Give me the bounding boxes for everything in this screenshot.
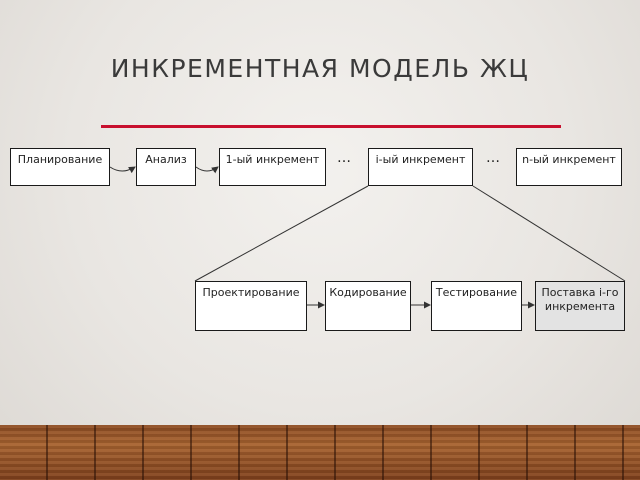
ellipsis-1: … xyxy=(337,150,351,166)
title-underline xyxy=(101,125,561,128)
ellipsis-2: … xyxy=(486,150,500,166)
arrow-analysis-to-increment1 xyxy=(195,166,219,174)
expand-line-right xyxy=(472,185,626,282)
wooden-floor xyxy=(0,425,640,480)
box-increment-i: i-ый инкремент xyxy=(368,148,473,186)
slide-title: ИНКРЕМЕНТНАЯ МОДЕЛЬ ЖЦ xyxy=(110,54,530,83)
box-increment-1: 1-ый инкремент xyxy=(219,148,326,186)
arrow-planning-to-analysis xyxy=(109,166,136,174)
box-design: Проектирование xyxy=(195,281,307,331)
box-testing: Тестирование xyxy=(431,281,522,331)
box-delivery: Поставка i-го инкремента xyxy=(535,281,625,331)
expand-line-left xyxy=(194,185,369,282)
box-planning: Планирование xyxy=(10,148,110,186)
box-analysis: Анализ xyxy=(136,148,196,186)
box-increment-n: n-ый инкремент xyxy=(516,148,622,186)
box-coding: Кодирование xyxy=(325,281,411,331)
